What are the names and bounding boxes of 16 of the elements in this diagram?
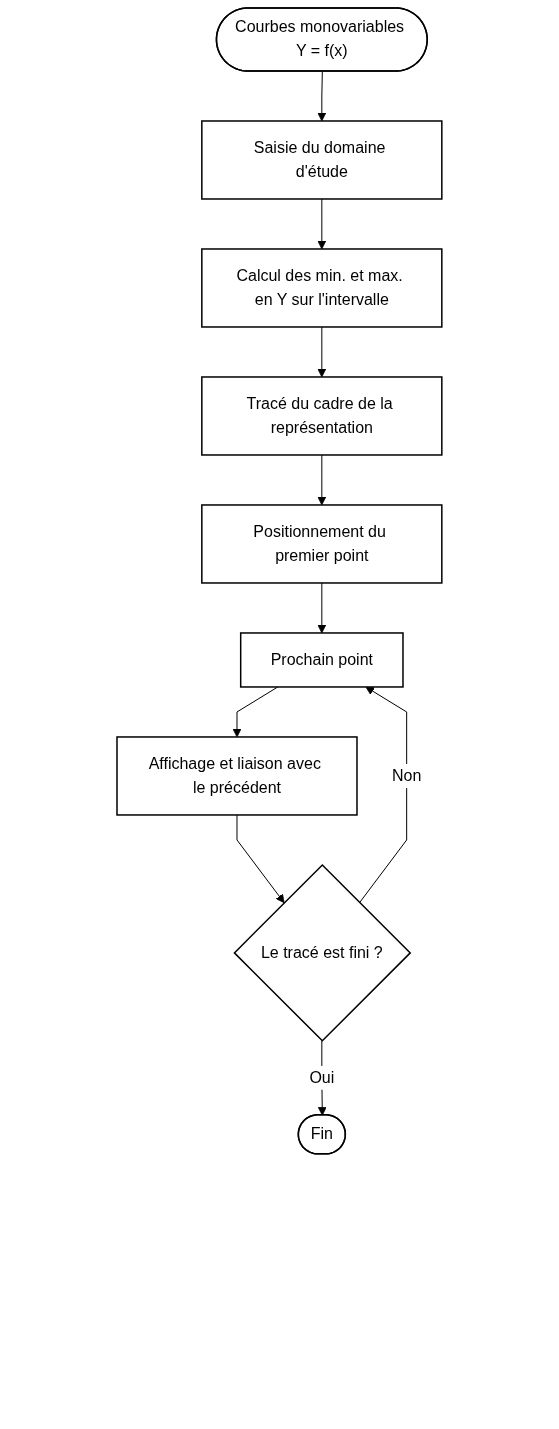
arrow <box>232 686 279 738</box>
node-box: Calcul des min. et max. en Y sur l'intervalle <box>201 248 443 328</box>
edge-label: Oui <box>309 1068 335 1086</box>
arrow <box>317 582 327 634</box>
node-box: Saisie du domaine d'étude <box>201 120 443 200</box>
edge-label: Non <box>392 766 422 784</box>
node-box: Positionnement du premier point <box>201 504 443 584</box>
arrow <box>317 71 327 122</box>
node-box: Affichage et liaison avec le précédent <box>116 736 358 816</box>
arrow <box>317 326 327 378</box>
node-box: Tracé du cadre de la représentation <box>201 376 443 456</box>
node-box: Prochain point <box>240 632 404 688</box>
arrow <box>317 454 327 506</box>
node-diamond: Le tracé est fini ? <box>233 863 412 1042</box>
arrow <box>236 814 285 904</box>
arrow <box>317 198 327 250</box>
